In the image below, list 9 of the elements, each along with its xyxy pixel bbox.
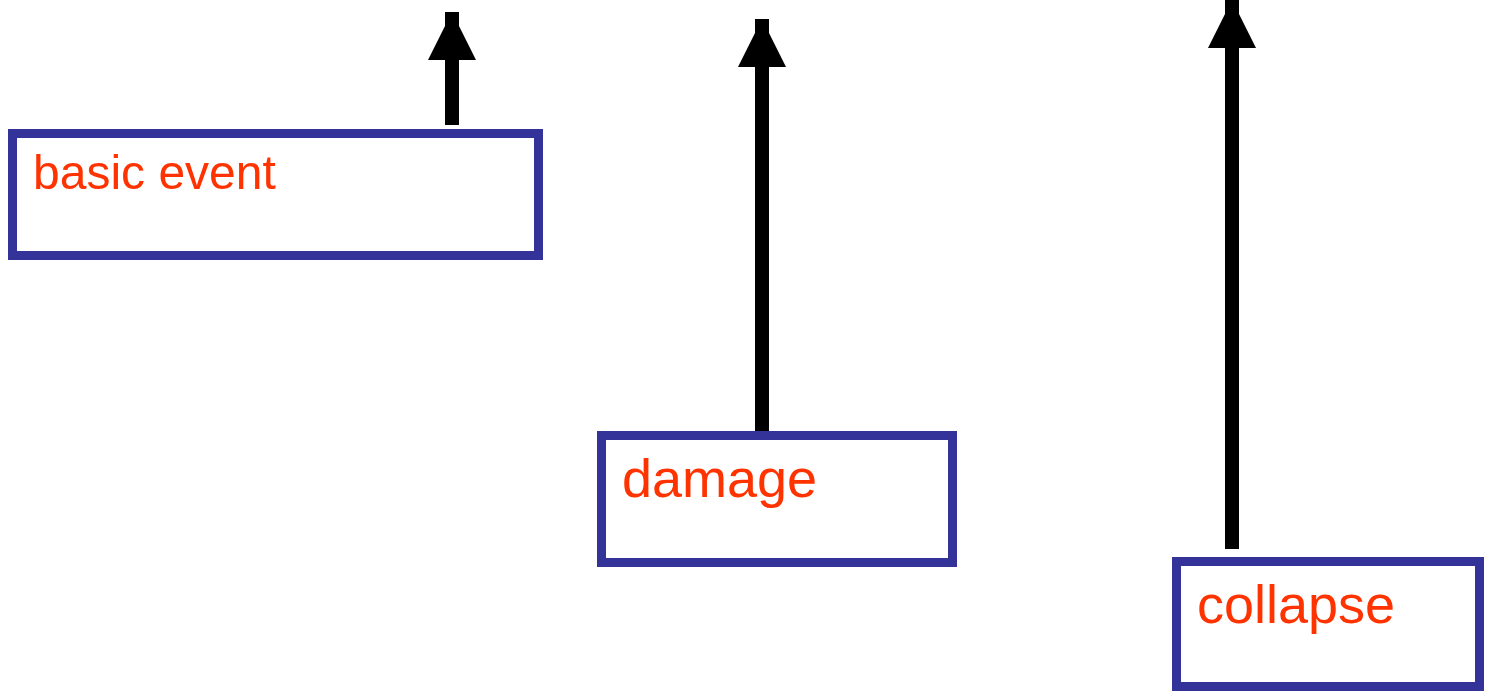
event-box [8, 129, 543, 260]
arrow [1208, 0, 1256, 549]
arrow [738, 19, 786, 431]
event-box [597, 431, 957, 567]
event-label: collapse [1197, 573, 1396, 636]
event-label: basic event [33, 145, 276, 201]
arrow [428, 12, 476, 125]
event-box [1172, 557, 1484, 691]
event-label: damage [622, 447, 818, 510]
